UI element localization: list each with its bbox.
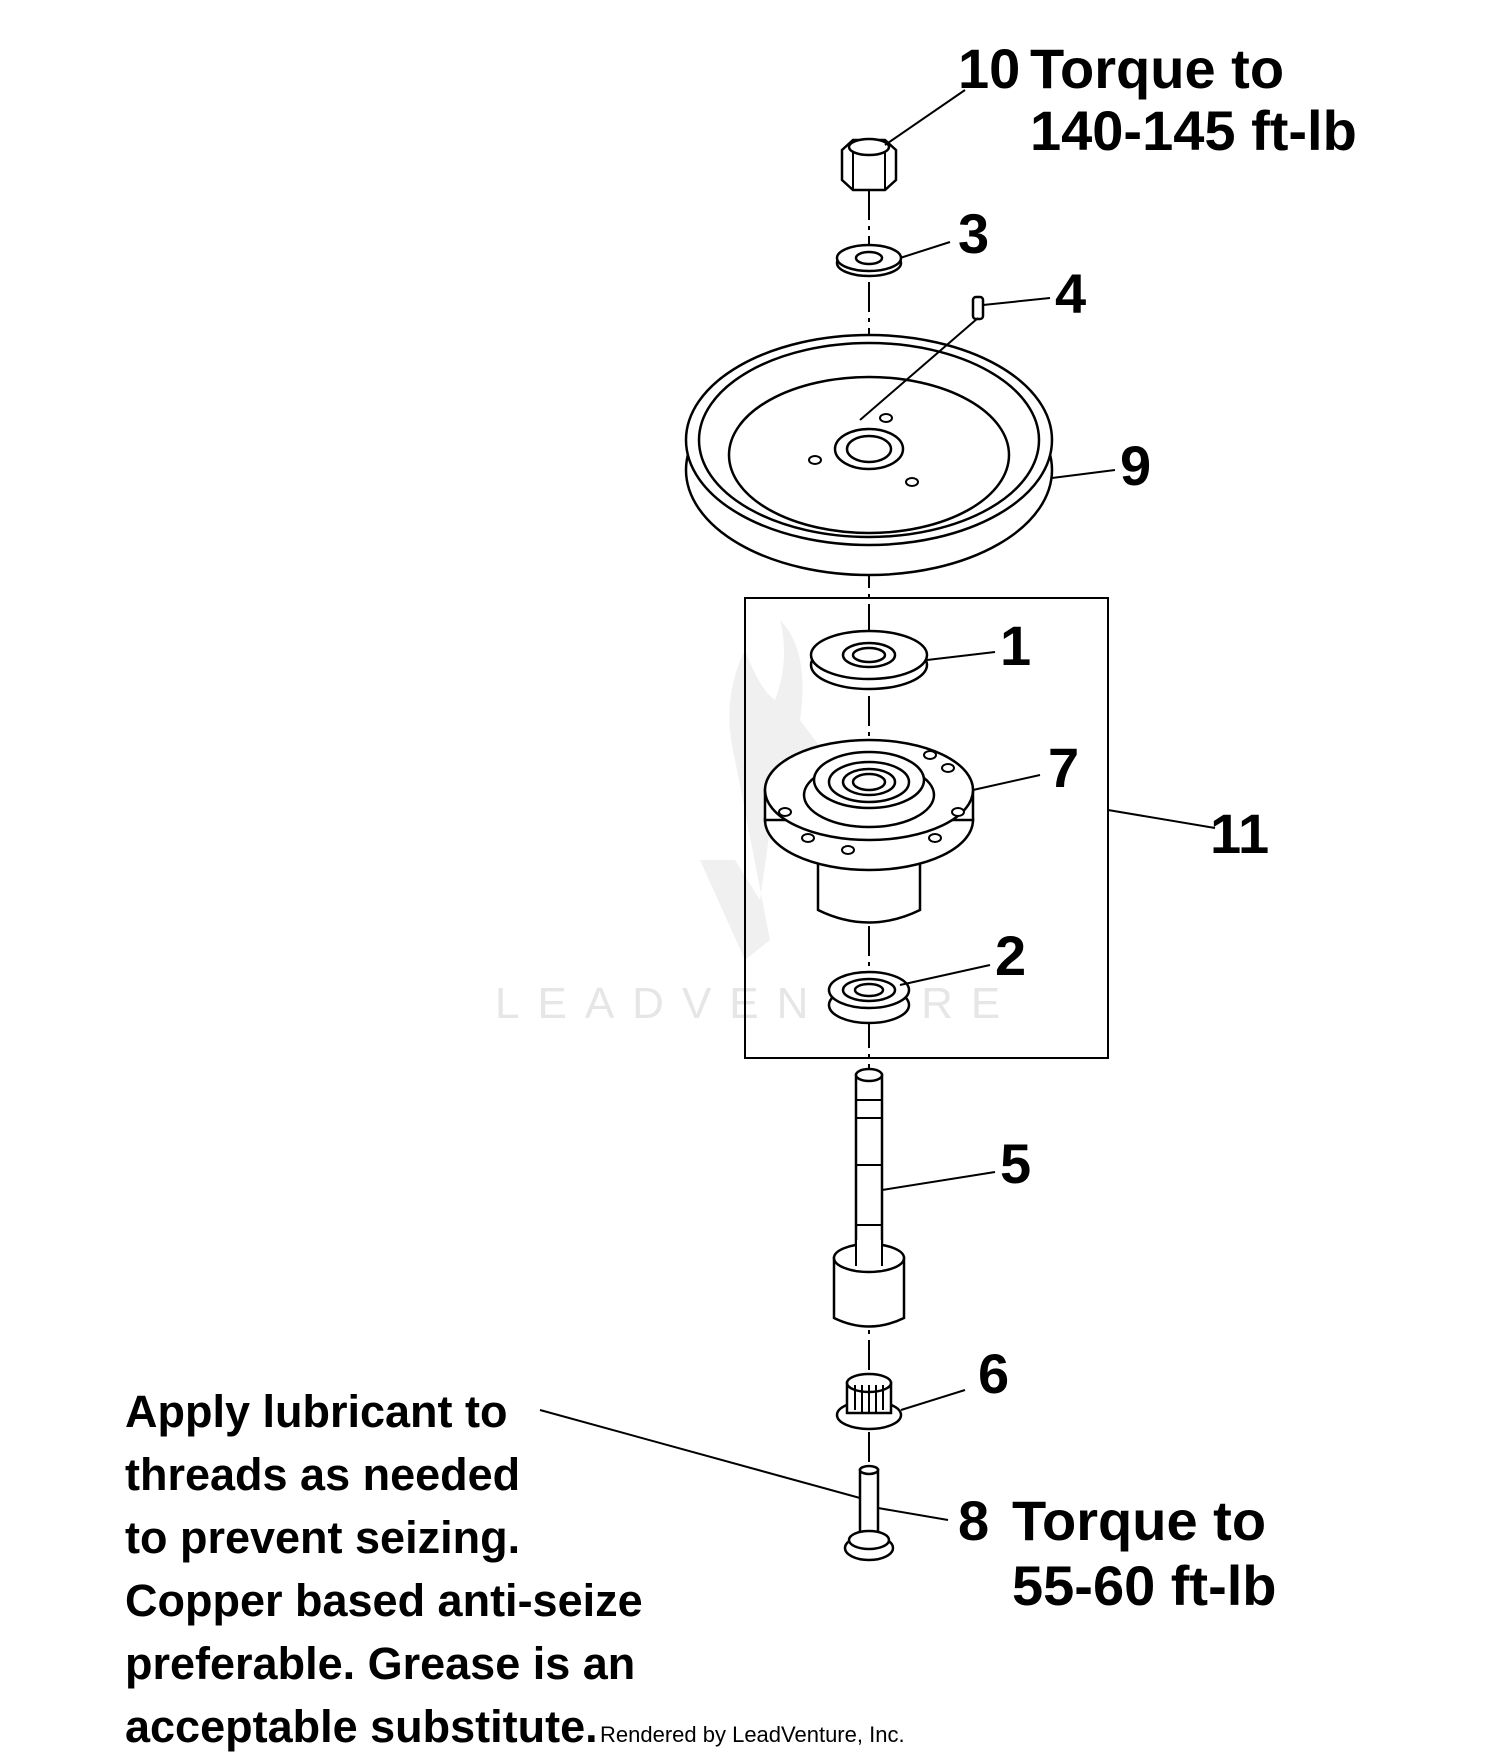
note-line-1: Apply lubricant to bbox=[125, 1386, 508, 1437]
seal-part-1 bbox=[809, 629, 929, 691]
callout-5: 5 bbox=[1000, 1132, 1031, 1195]
note-line-3: to prevent seizing. bbox=[125, 1512, 520, 1563]
note-line-4: Copper based anti-seize bbox=[125, 1575, 643, 1626]
torque-note-10-line1: Torque to bbox=[1030, 37, 1284, 100]
callout-2: 2 bbox=[995, 924, 1026, 987]
render-credit: Rendered by LeadVenture, Inc. bbox=[600, 1722, 905, 1747]
note-line-5: preferable. Grease is an bbox=[125, 1638, 635, 1689]
leader-lines bbox=[539, 89, 1216, 1521]
torque-note-8-line2: 55-60 ft-lb bbox=[1012, 1554, 1277, 1617]
callout-8: 8 bbox=[958, 1489, 989, 1552]
bearing-part-2 bbox=[827, 970, 911, 1025]
washer-part-3 bbox=[835, 243, 903, 278]
spindle-housing-assembly-box-part-11 bbox=[744, 597, 1109, 1059]
lubricant-note: Apply lubricant to threads as needed to … bbox=[125, 1386, 643, 1752]
note-line-6: acceptable substitute. bbox=[125, 1701, 598, 1752]
callout-4: 4 bbox=[1055, 262, 1086, 325]
pulley-part-9 bbox=[684, 333, 1054, 577]
bolt-part-8 bbox=[843, 1464, 895, 1562]
callout-10: 10 bbox=[958, 37, 1020, 100]
callout-6: 6 bbox=[978, 1342, 1009, 1405]
callout-1: 1 bbox=[1000, 614, 1031, 677]
torque-note-10-line2: 140-145 ft-lb bbox=[1030, 99, 1357, 162]
callout-3: 3 bbox=[958, 202, 989, 265]
callout-9: 9 bbox=[1120, 434, 1151, 497]
callout-7: 7 bbox=[1048, 736, 1079, 799]
torque-note-8-line1: Torque to bbox=[1012, 1489, 1266, 1552]
nut-part-10 bbox=[840, 137, 898, 192]
callout-11: 11 bbox=[1210, 802, 1269, 865]
key-part-4 bbox=[971, 295, 985, 321]
watermark-text: LEADVENTURE bbox=[495, 979, 1018, 1028]
spindle-shaft-part-5 bbox=[832, 1067, 906, 1328]
spindle-housing-part-7 bbox=[763, 738, 975, 924]
splined-hub-part-6 bbox=[835, 1372, 903, 1431]
note-line-2: threads as needed bbox=[125, 1449, 520, 1500]
